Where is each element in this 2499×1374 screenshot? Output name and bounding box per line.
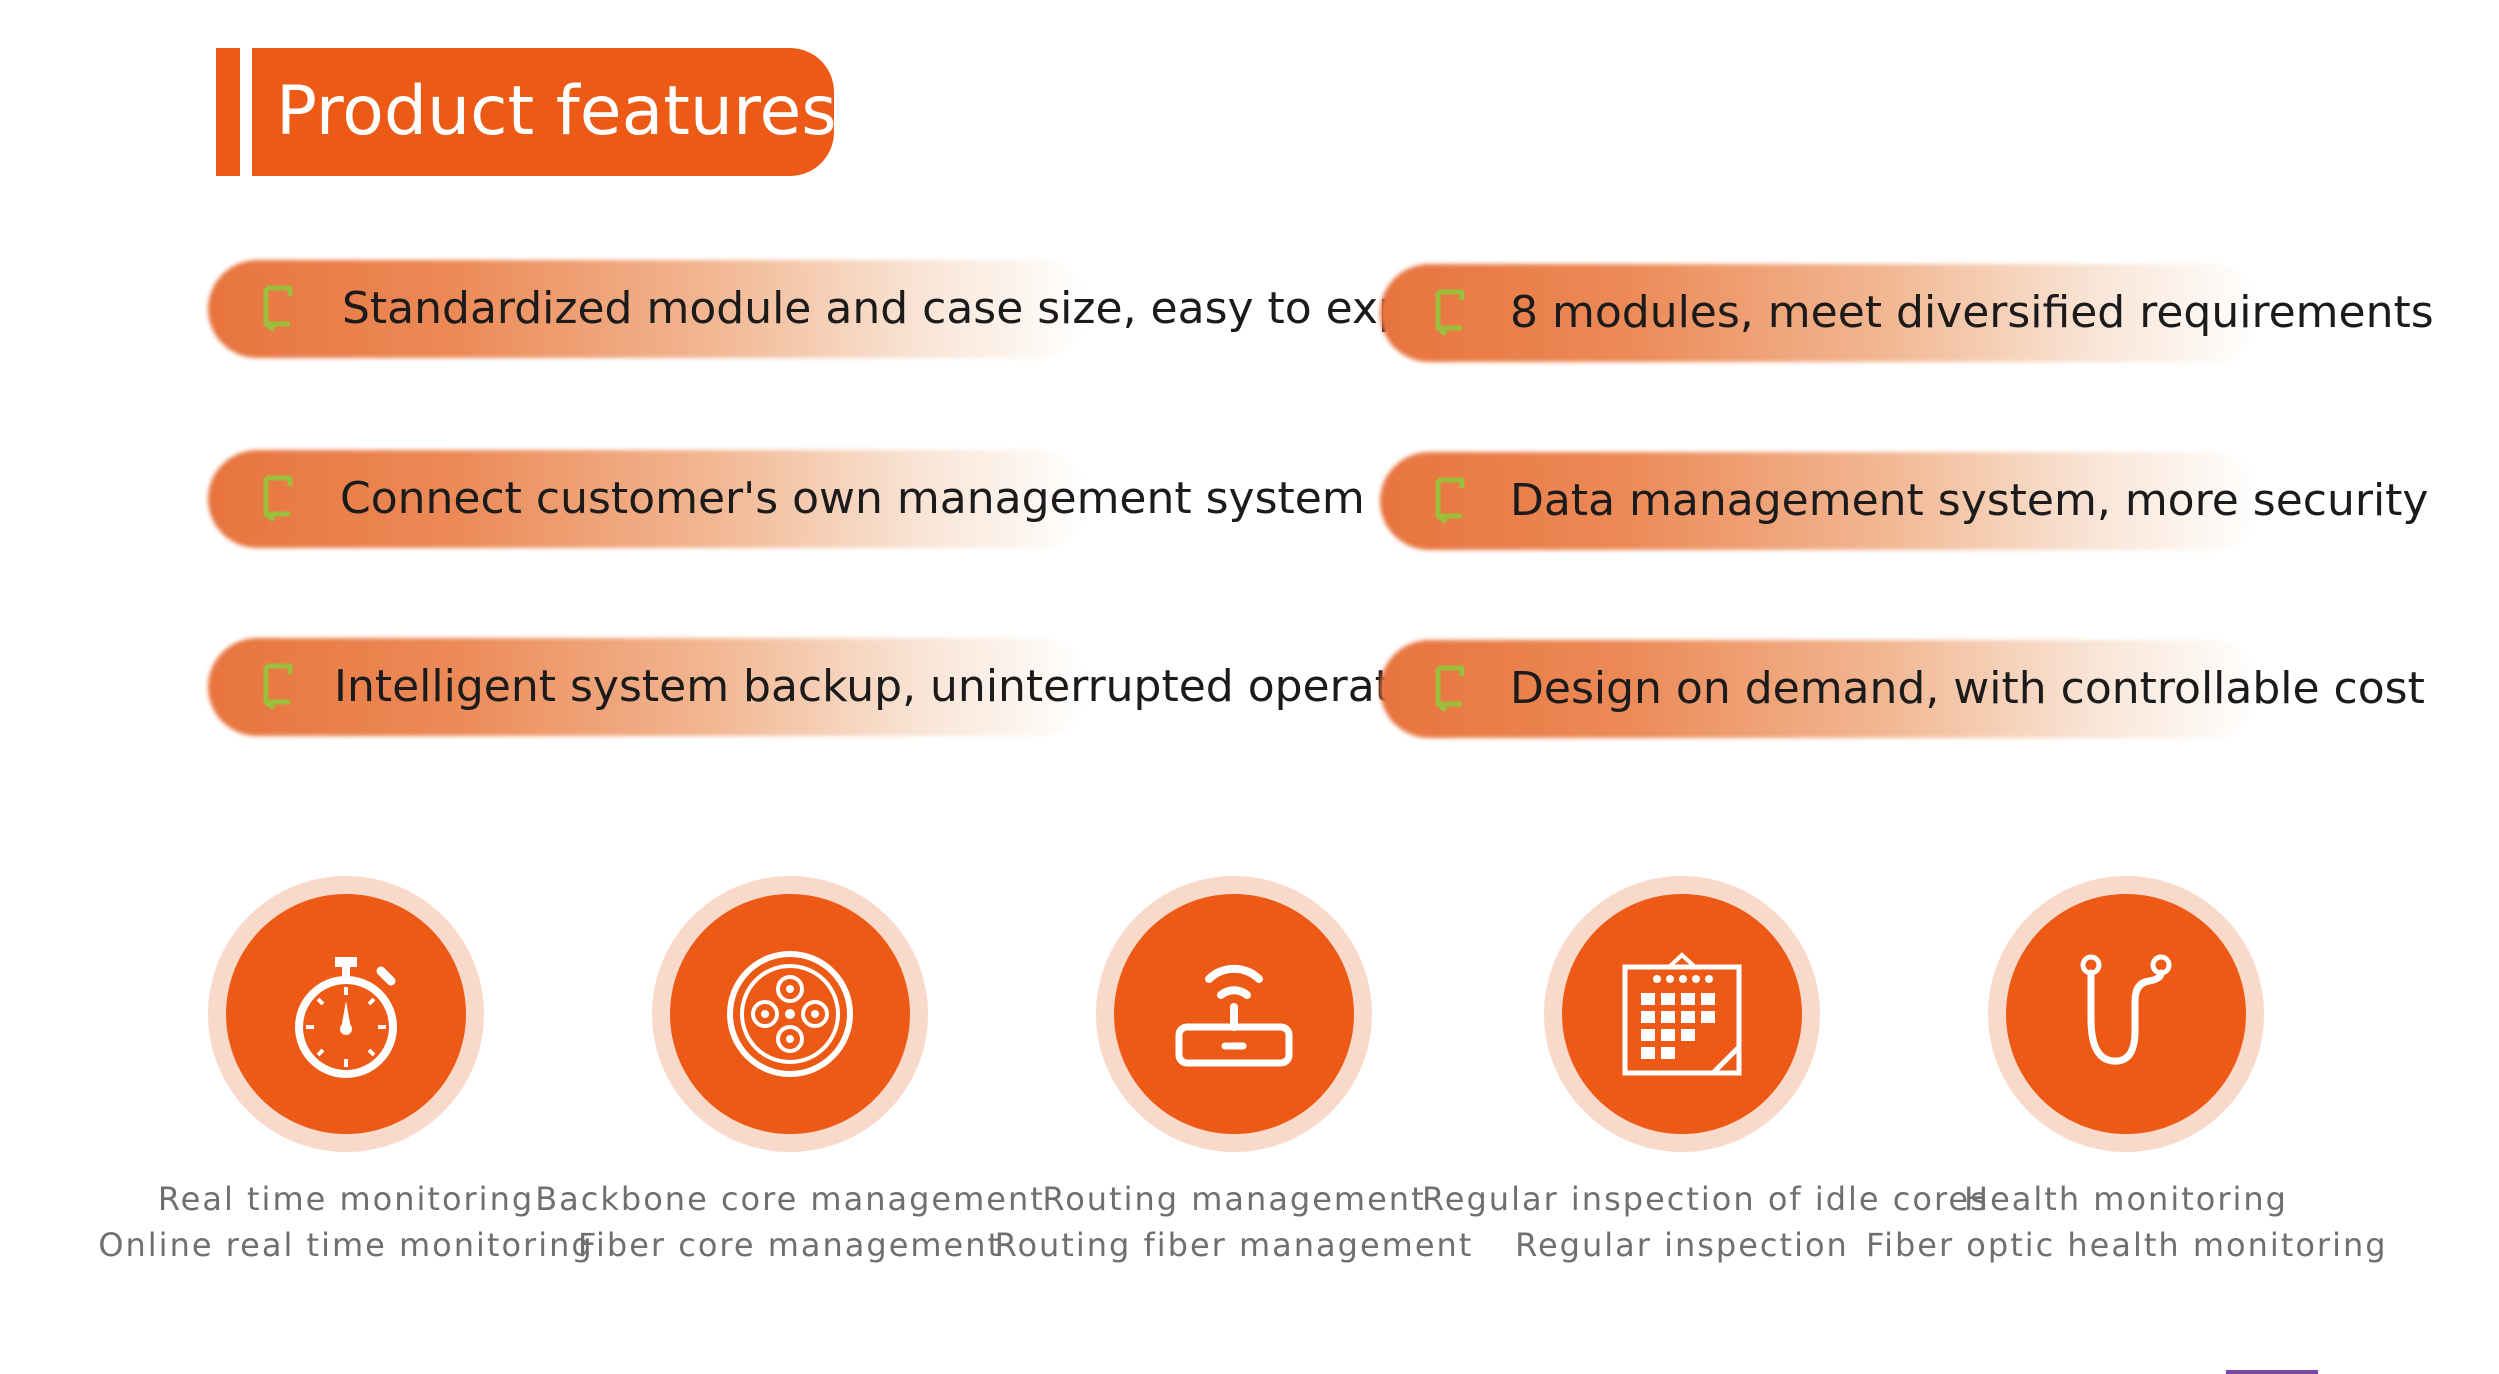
feature-bullet-icon [1435,289,1465,336]
feature-text: Data management system, more security [1510,475,2429,526]
stopwatch-icon [295,957,397,1078]
feature-text: 8 modules, meet diversified requirements [1510,287,2434,338]
stethoscope-icon [2080,954,2172,1065]
monitor-caption: Real time monitoring Online real time mo… [98,1180,594,1264]
router-icon [1175,964,1293,1067]
monitor-caption: Routing management Routing fiber managem… [994,1180,1474,1264]
corner-accent-line [2226,1370,2318,1374]
feature-bullet-icon [263,663,293,710]
title-accent-bar [216,48,240,176]
calendar-icon [1622,952,1742,1076]
monitor-caption: Regular inspection of idle cores Regular… [1422,1180,1989,1264]
monitor-caption: Health monitoring Fiber optic health mon… [1866,1180,2388,1264]
feature-bullet-icon [263,285,293,332]
feature-text: Design on demand, with controllable cost [1510,663,2425,714]
feature-bullet-icon [1435,477,1465,524]
feature-bullet-icon [263,475,293,522]
feature-text: Intelligent system backup, uninterrupted… [334,661,1459,712]
fiber-reel-icon [727,951,853,1077]
monitor-caption: Backbone core management Fiber core mana… [535,1180,1045,1264]
feature-bullet-icon [1435,665,1465,712]
page-title: Product features [252,48,837,176]
feature-text: Connect customer's own management system [340,473,1365,524]
feature-text: Standardized module and case size, easy … [342,283,1489,334]
